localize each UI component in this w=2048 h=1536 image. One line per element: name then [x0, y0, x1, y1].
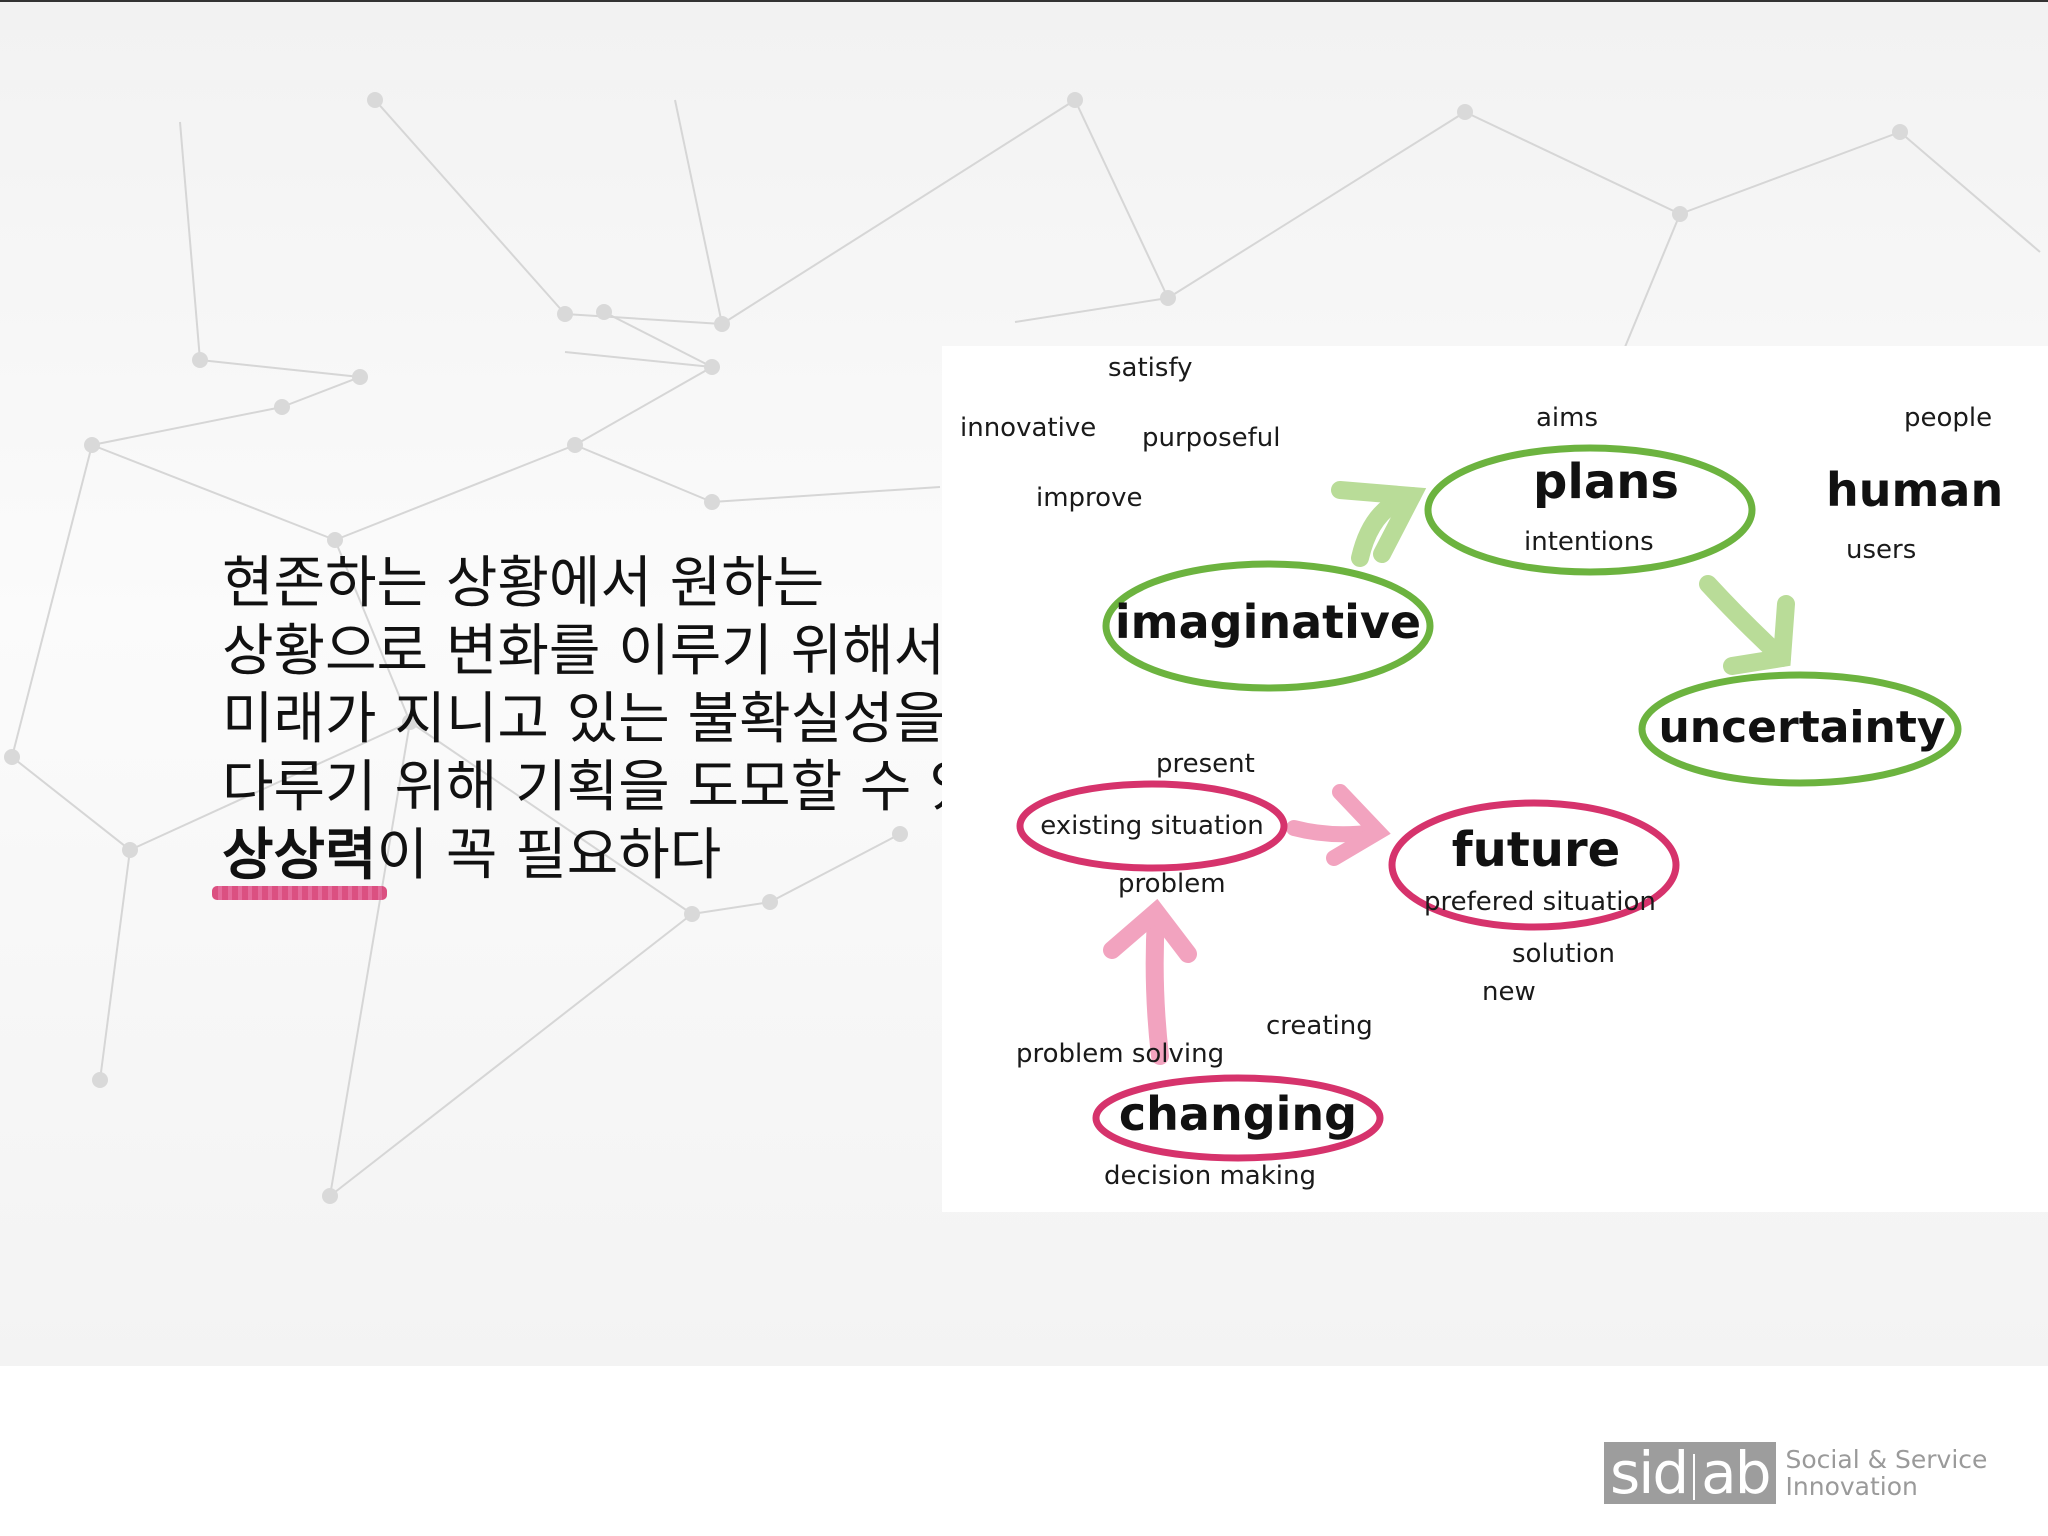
- plans-ellipse: [1424, 444, 1756, 576]
- node-changing: changing: [1119, 1087, 1357, 1141]
- word-creating: creating: [1266, 1011, 1373, 1041]
- word-prefered-situation: prefered situation: [1424, 887, 1656, 917]
- emphasized-word-text: 상상력: [222, 823, 377, 888]
- logo-subtitle: Social & Service Innovation: [1786, 1446, 1988, 1500]
- changing-ellipse: [1092, 1074, 1384, 1162]
- imaginative-ellipse: [1102, 560, 1434, 692]
- logo-subtitle-line2: Innovation: [1785, 1472, 1918, 1501]
- word-human: human: [1826, 463, 2003, 517]
- green-arrow-imaginative-to-plans: [1331, 481, 1427, 567]
- word-new: new: [1482, 977, 1536, 1007]
- text-line-5-rest: 이 꼭 필요하다: [376, 823, 722, 888]
- word-purposeful: purposeful: [1142, 423, 1280, 453]
- text-line-2: 상황으로 변화를 이루기 위해서는: [222, 619, 997, 684]
- text-line-1: 현존하는 상황에서 원하는: [222, 551, 825, 616]
- word-solution: solution: [1512, 939, 1615, 969]
- pink-arrow-existing-to-future: [1286, 784, 1391, 866]
- word-users: users: [1846, 535, 1916, 565]
- node-future: future: [1452, 822, 1620, 878]
- text-line-4: 다루기 위해 기획을 도모할 수 있는: [222, 755, 1033, 820]
- word-innovative: innovative: [960, 413, 1096, 443]
- word-present: present: [1156, 749, 1255, 779]
- word-people: people: [1904, 403, 1992, 433]
- node-uncertainty: uncertainty: [1658, 702, 1945, 753]
- logo-right: ab: [1701, 1439, 1771, 1507]
- node-existing-situation: existing situation: [1040, 811, 1264, 841]
- word-decision-making: decision making: [1104, 1161, 1316, 1191]
- green-arrow-plans-to-uncertainty: [1699, 575, 1795, 675]
- concept-diagram: imaginative plans uncertainty existing s…: [960, 353, 2003, 1191]
- word-improve: improve: [1036, 483, 1142, 513]
- node-imaginative: imaginative: [1115, 595, 1421, 649]
- uncertainty-ellipse: [1638, 671, 1962, 787]
- korean-body-text: 현존하는 상황에서 원하는 상황으로 변화를 이루기 위해서는 미래가 지니고 …: [212, 550, 1033, 900]
- pink-underline: [212, 886, 387, 900]
- slide: 현존하는 상황에서 원하는 상황으로 변화를 이루기 위해서는 미래가 지니고 …: [0, 0, 2048, 1366]
- logo-subtitle-line1: Social & Service: [1785, 1445, 1988, 1474]
- word-problem: problem: [1118, 869, 1226, 899]
- word-aims: aims: [1536, 403, 1598, 433]
- word-intentions: intentions: [1524, 527, 1654, 557]
- existing-situation-ellipse: [1016, 780, 1288, 872]
- logo-left: sid: [1610, 1439, 1689, 1507]
- text-line-3: 미래가 지니고 있는 불확실성을: [222, 687, 946, 752]
- word-problem-solving: problem solving: [1016, 1039, 1224, 1069]
- future-ellipse: [1388, 799, 1680, 931]
- background-network-pattern: [4, 92, 2041, 1204]
- word-satisfy: satisfy: [1108, 353, 1193, 383]
- node-plans: plans: [1533, 454, 1679, 510]
- pink-arrow-changing-to-existing: [1103, 898, 1197, 1065]
- logo-separator: [1693, 1453, 1696, 1500]
- emphasized-word: 상상력: [212, 823, 387, 900]
